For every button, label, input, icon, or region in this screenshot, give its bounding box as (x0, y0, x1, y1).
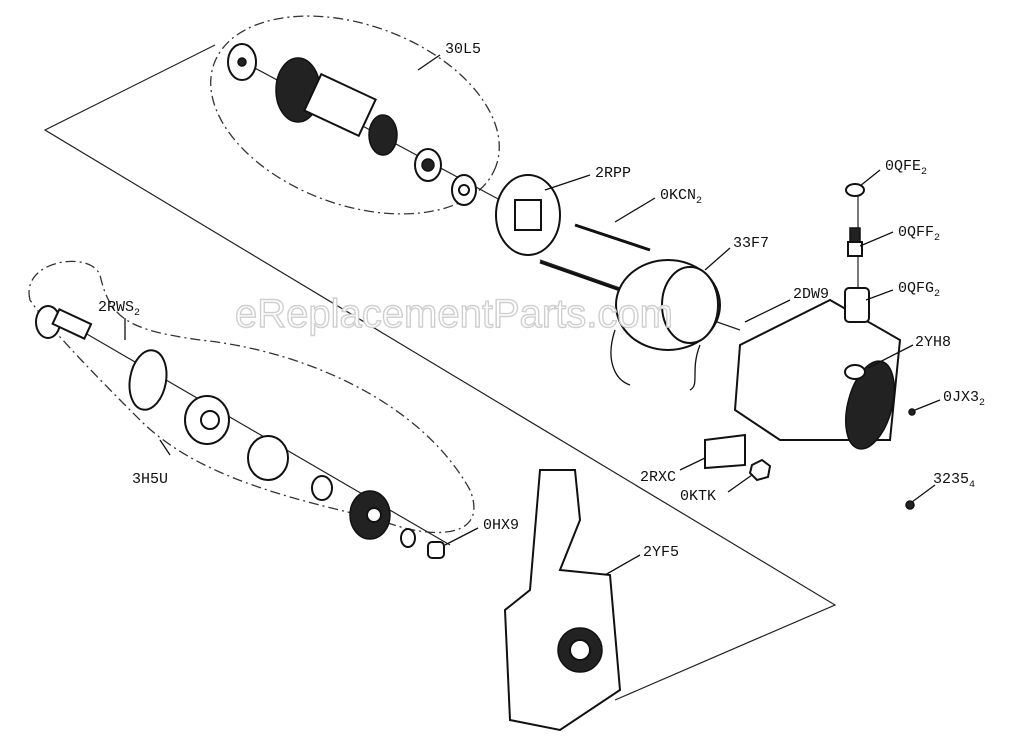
callout-0QFF2: 0QFF2 (898, 224, 940, 244)
nut-part (748, 458, 772, 482)
callout-2YF5: 2YF5 (643, 544, 679, 561)
brush-holder-sleeve-part (844, 287, 870, 323)
group-outline-3H5U (28, 260, 475, 534)
callout-2RWS2: 2RWS2 (98, 299, 140, 319)
spindle-part (35, 305, 93, 340)
label-plate-part (704, 433, 746, 470)
motor-housing-part (733, 298, 902, 450)
screw-part (908, 408, 916, 416)
callout-3H5U: 3H5U (132, 471, 168, 488)
bearing-housing-part (495, 174, 561, 256)
callout-0KCN2: 0KCN2 (660, 187, 702, 207)
callout-0JX32: 0JX32 (943, 389, 985, 409)
gear-hole (366, 507, 382, 523)
brush-holder-part (847, 241, 863, 257)
leader-lines (124, 54, 941, 576)
ring-part (400, 528, 416, 548)
callout-2RPP: 2RPP (595, 165, 631, 182)
callout-0QFE2: 0QFE2 (885, 158, 927, 178)
bearing-plate-part (128, 349, 168, 411)
group-outline-30L5 (210, 15, 500, 215)
callout-0HX9: 0HX9 (483, 517, 519, 534)
callout-0KTK: 0KTK (680, 488, 716, 505)
callout-0QFG2: 0QFG2 (898, 280, 940, 300)
callout-2DW9: 2DW9 (793, 286, 829, 303)
needle-bearing-part (427, 541, 445, 559)
callout-2YH8: 2YH8 (915, 334, 951, 351)
gear-housing-part (503, 469, 622, 732)
brush-part (849, 227, 861, 243)
watermark: eReplacementParts.com (235, 292, 673, 336)
gear-retainer-part (247, 435, 289, 481)
bolt-part (574, 223, 651, 252)
assembly-outline (43, 44, 837, 701)
screw-part (905, 500, 915, 510)
armature-part (227, 43, 477, 206)
callout-33F7: 33F7 (733, 235, 769, 252)
callout-2RXC: 2RXC (640, 469, 676, 486)
washer-part (311, 475, 333, 501)
bearing-inner (200, 410, 220, 430)
callout-32354: 32354 (933, 471, 975, 491)
brush-cap-part (845, 183, 865, 197)
callout-30L5: 30L5 (445, 41, 481, 58)
field-part (610, 259, 721, 391)
bolt-part (539, 260, 621, 292)
